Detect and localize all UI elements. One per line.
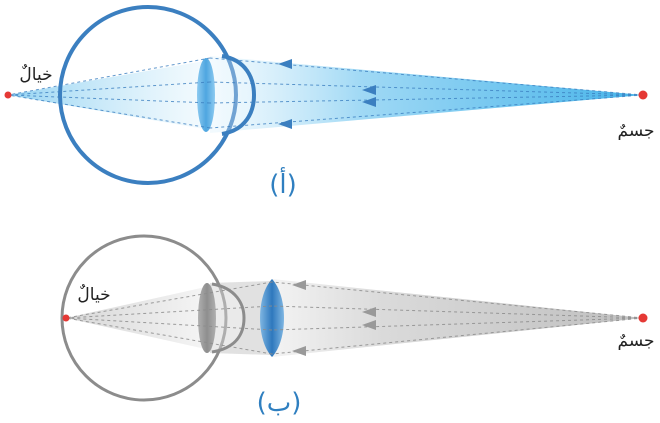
caption-a: (أ) bbox=[269, 166, 297, 200]
object-label: جسمٌ bbox=[618, 121, 655, 141]
object-label: جسمٌ bbox=[618, 331, 655, 351]
diagram-a: خيالٌ جسمٌ (أ) bbox=[5, 7, 655, 200]
incoming-light-beam bbox=[210, 56, 643, 133]
image-point bbox=[5, 92, 12, 99]
eye-lens bbox=[197, 58, 215, 132]
image-label: خيالٌ bbox=[19, 64, 52, 85]
image-label: خيالٌ bbox=[77, 284, 110, 305]
object-point bbox=[639, 91, 648, 100]
image-point bbox=[63, 315, 70, 322]
object-point bbox=[639, 314, 648, 323]
caption-b: (ب) bbox=[257, 388, 302, 418]
incoming-light-beam bbox=[272, 279, 643, 357]
diagram-b: خيالٌ جسمٌ (ب) bbox=[62, 236, 655, 418]
